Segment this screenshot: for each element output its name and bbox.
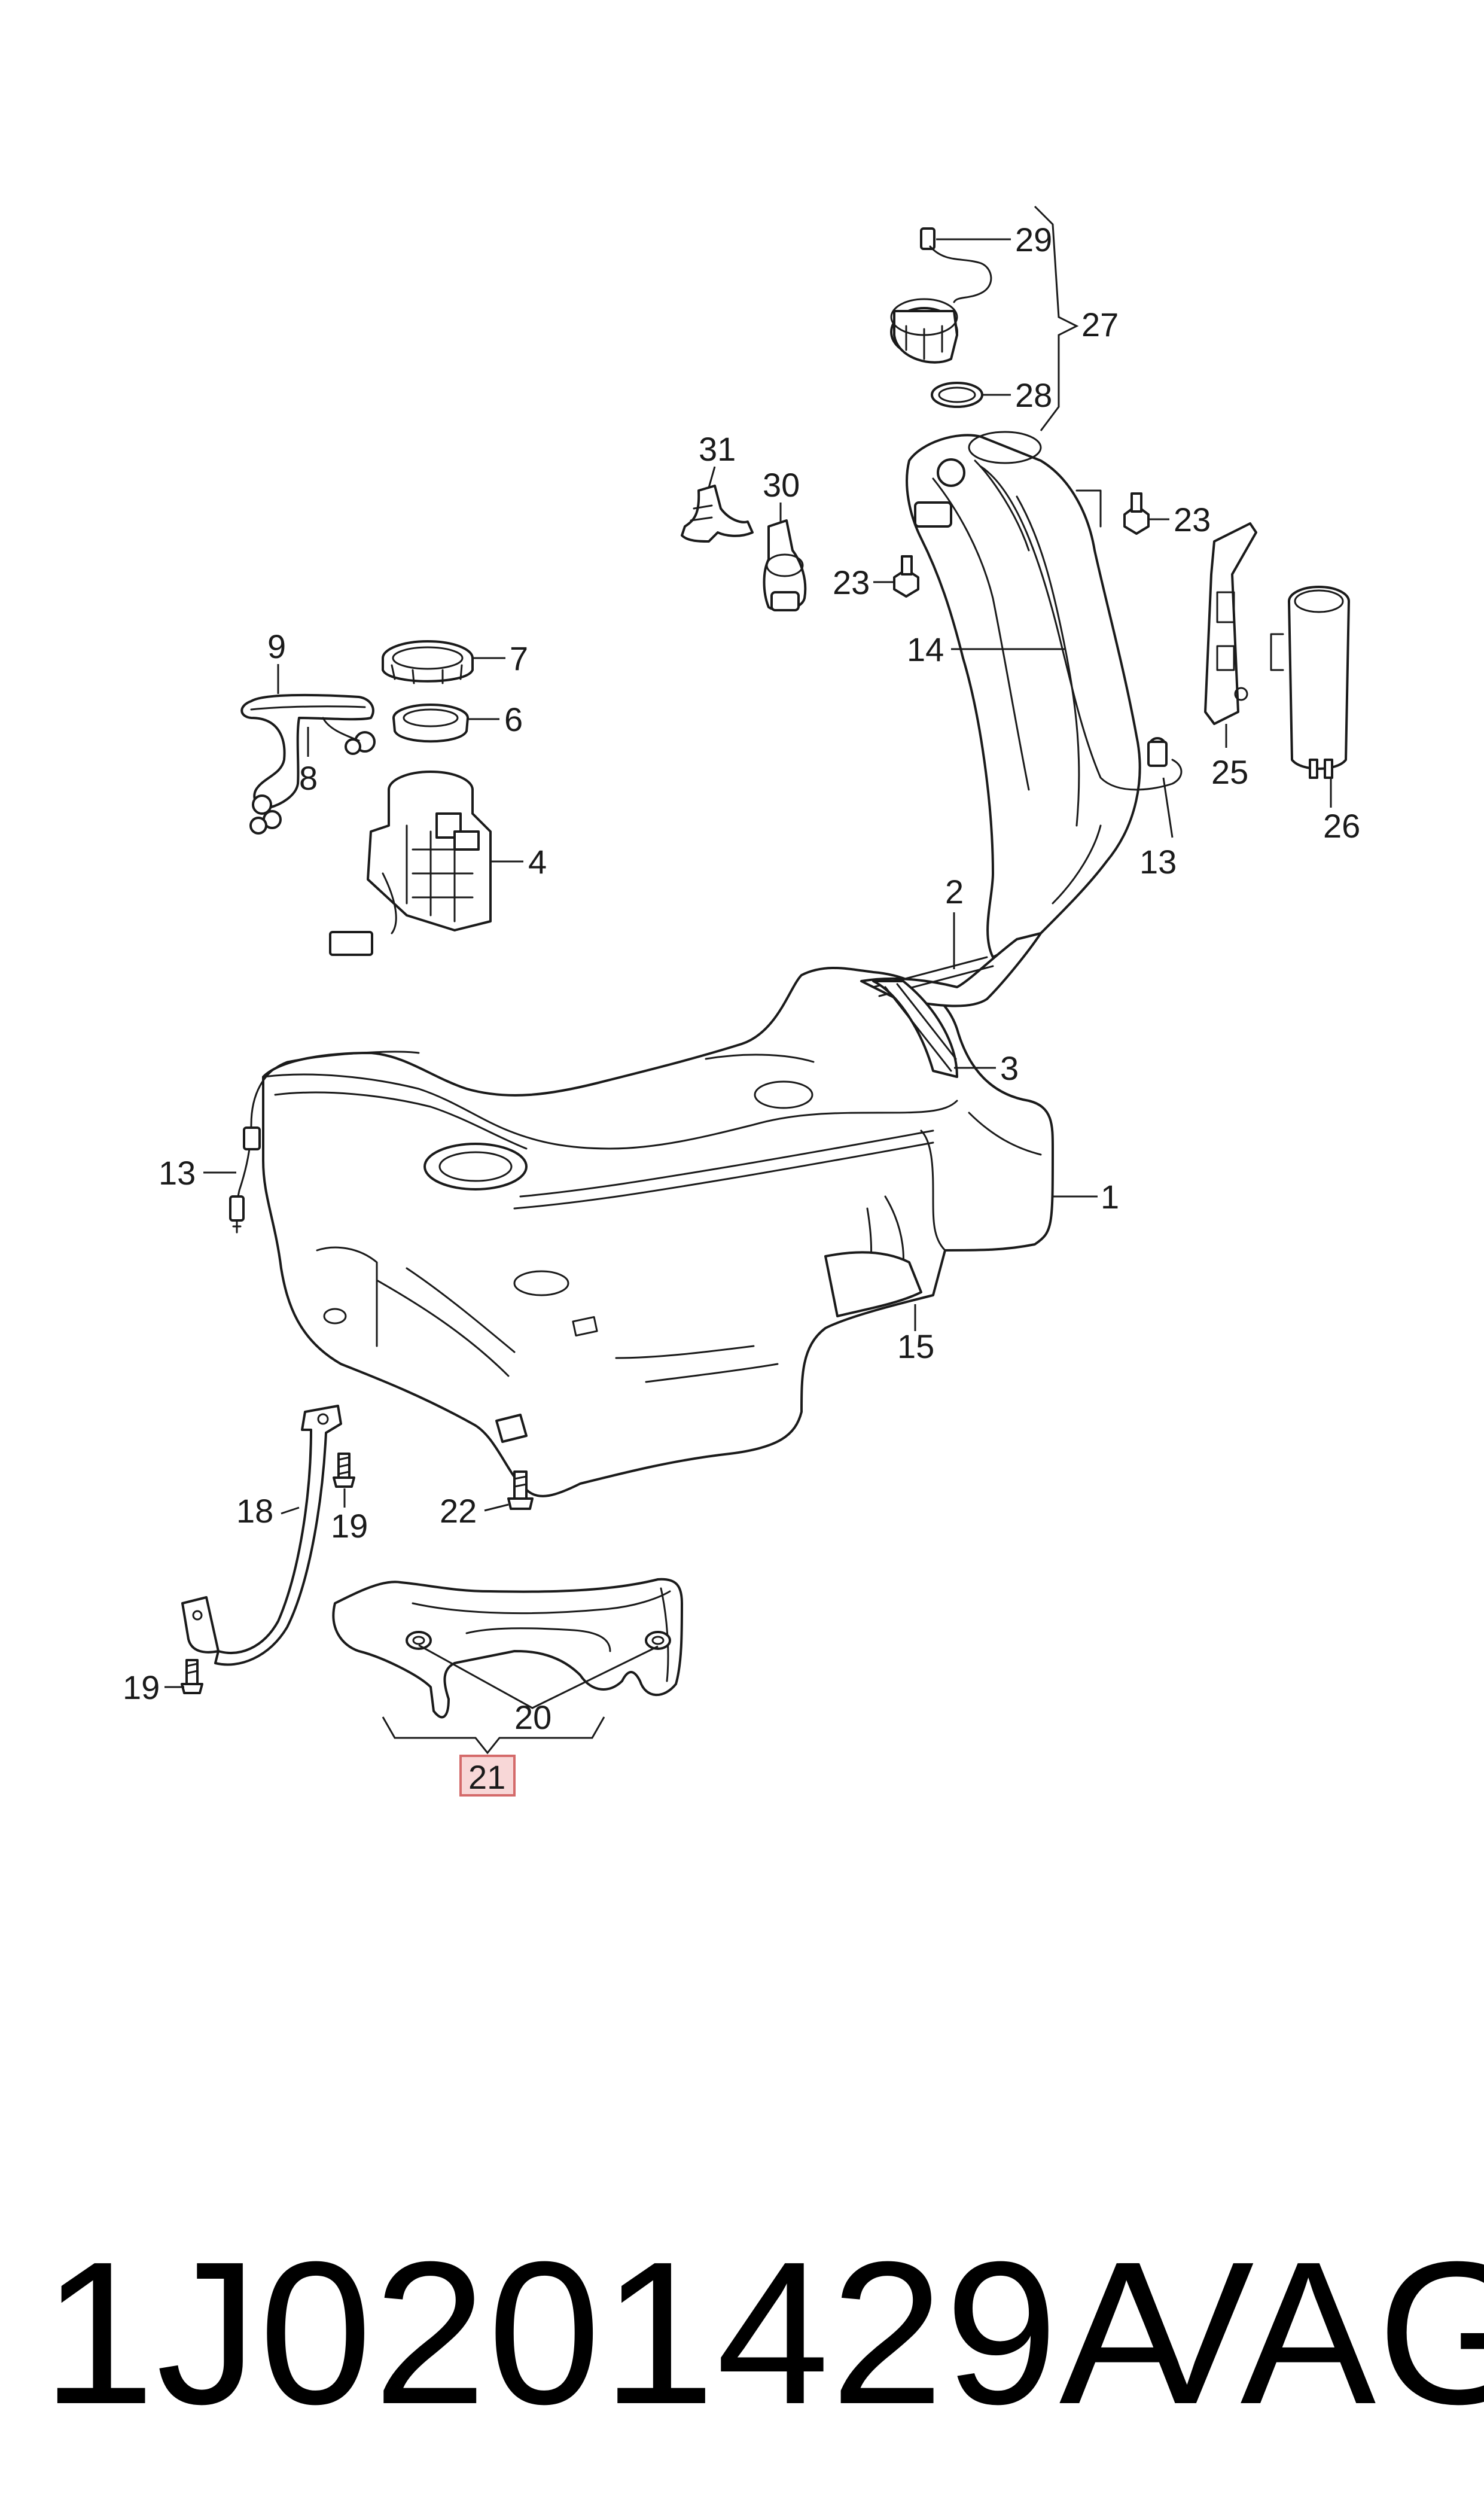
callout-30: 30 <box>763 466 800 504</box>
callout-8: 8 <box>299 759 318 797</box>
callout-15: 15 <box>897 1327 934 1365</box>
fuel-tank-part-1 <box>262 967 1054 1497</box>
nut-part-20-left <box>406 1631 432 1650</box>
filler-neck-part-14 <box>906 431 1141 958</box>
callout-6: 6 <box>504 701 523 738</box>
bolt-part-23-right <box>1123 492 1150 535</box>
tank-strap-part-18 <box>181 1405 342 1666</box>
callout-13-right: 13 <box>1139 843 1177 881</box>
callout-23-left: 23 <box>833 564 870 601</box>
bolt-part-22 <box>507 1470 534 1510</box>
bolt-part-19-lower <box>181 1659 203 1694</box>
fuel-pump-module-part-4 <box>329 771 492 956</box>
callout-19-lower: 19 <box>123 1668 160 1706</box>
fitting-part-31 <box>681 485 754 543</box>
callout-14: 14 <box>907 631 944 668</box>
filler-cap-part-27 <box>890 298 958 364</box>
callout-20: 20 <box>514 1698 551 1736</box>
callout-29: 29 <box>1015 221 1052 258</box>
bolt-part-23-left <box>893 555 919 598</box>
callout-13-left: 13 <box>159 1154 196 1192</box>
breather-line-part-13-left <box>229 1051 420 1234</box>
part-number: 1J0201429A <box>42 2219 1196 2447</box>
retaining-ring-part-7 <box>382 640 474 684</box>
callout-3: 3 <box>1000 1049 1019 1087</box>
callout-21: 21 <box>468 1758 505 1796</box>
callout-1: 1 <box>1101 1178 1119 1216</box>
fitting-part-30 <box>763 519 807 611</box>
callout-21-highlight[interactable]: 21 <box>459 1755 516 1797</box>
bracket-part-25 <box>1204 522 1257 725</box>
callout-27: 27 <box>1081 306 1119 343</box>
callout-23-right: 23 <box>1174 501 1211 538</box>
callout-labels: 29 27 28 31 30 23 23 14 25 26 13 9 8 7 6… <box>123 221 1360 1736</box>
callout-22: 22 <box>440 1492 477 1530</box>
filler-hose-part-2 <box>860 932 1042 1007</box>
seal-part-6 <box>392 704 469 743</box>
callout-7: 7 <box>510 640 528 677</box>
heat-shield-part-21 <box>332 1578 683 1719</box>
bolt-part-19-upper <box>333 1453 355 1488</box>
brand-name: VAG <box>1119 2219 1484 2447</box>
leader-lines <box>164 205 1332 1755</box>
breather-line-part-13-right <box>980 465 1183 905</box>
callout-28: 28 <box>1015 376 1052 414</box>
callout-2: 2 <box>945 873 964 911</box>
callout-18: 18 <box>236 1492 273 1530</box>
callout-25: 25 <box>1211 753 1248 791</box>
activated-carbon-canister-part-26 <box>1270 586 1350 779</box>
nut-part-20-right <box>645 1631 671 1650</box>
callout-31: 31 <box>699 430 736 468</box>
fuel-supply-line-part-8 <box>240 693 376 835</box>
callout-19-upper: 19 <box>331 1507 368 1545</box>
rubber-boot-part-3 <box>872 980 958 1078</box>
cap-tether-part-29 <box>920 227 992 303</box>
callout-9: 9 <box>267 628 286 665</box>
callout-4: 4 <box>528 843 547 881</box>
callout-26: 26 <box>1323 807 1360 845</box>
seal-ring-part-28 <box>931 382 983 408</box>
